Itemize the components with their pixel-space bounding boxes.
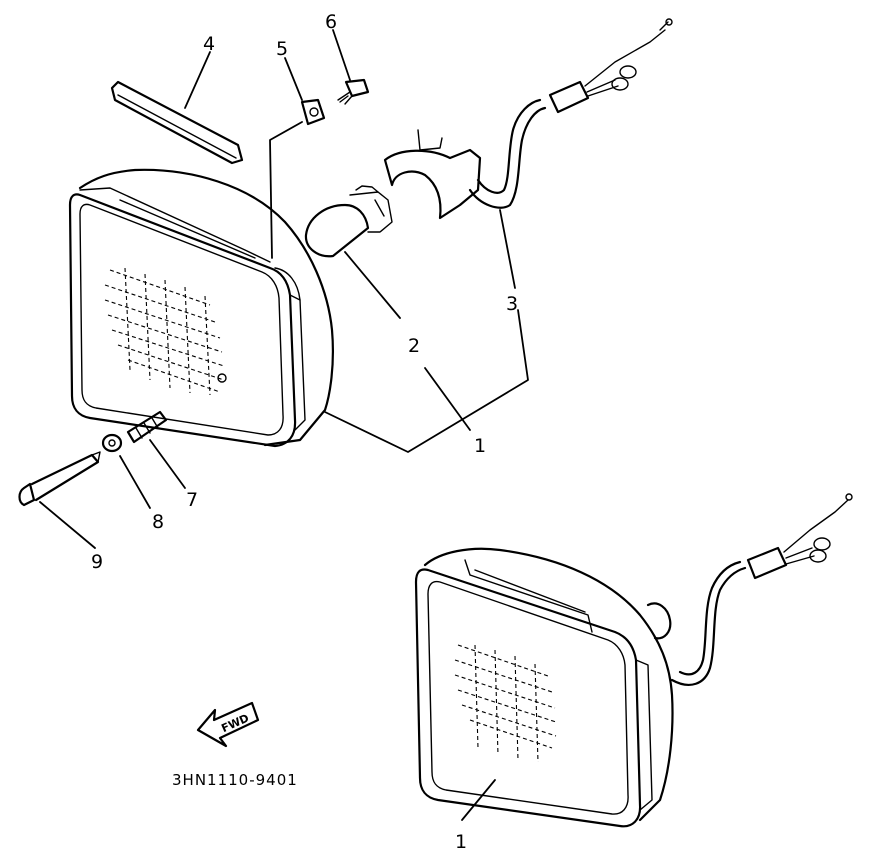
washer xyxy=(101,433,123,453)
adjust-screw xyxy=(126,410,168,444)
headlight-assembly-lower xyxy=(414,493,853,828)
callout-9: 9 xyxy=(91,551,103,573)
callout-3: 3 xyxy=(506,293,518,315)
callout-2: 2 xyxy=(408,335,420,357)
bolt xyxy=(18,451,101,507)
callout-5: 5 xyxy=(276,38,288,60)
callout-1-upper: 1 xyxy=(474,435,486,457)
callout-8: 8 xyxy=(152,511,164,533)
callout-6: 6 xyxy=(325,11,337,33)
fwd-arrow-icon: FWD xyxy=(196,701,260,748)
clip xyxy=(300,98,326,126)
leader-lines xyxy=(39,29,529,821)
headlight-assembly-upper xyxy=(68,168,335,448)
socket-cord xyxy=(383,18,673,220)
callout-1-lower: 1 xyxy=(455,831,467,853)
callout-4: 4 xyxy=(203,33,215,55)
bulb xyxy=(304,185,393,258)
rim-strip xyxy=(110,80,244,165)
callout-7: 7 xyxy=(186,489,198,511)
diagram-code: 3HN1110-9401 xyxy=(172,771,298,789)
screw xyxy=(337,78,370,105)
